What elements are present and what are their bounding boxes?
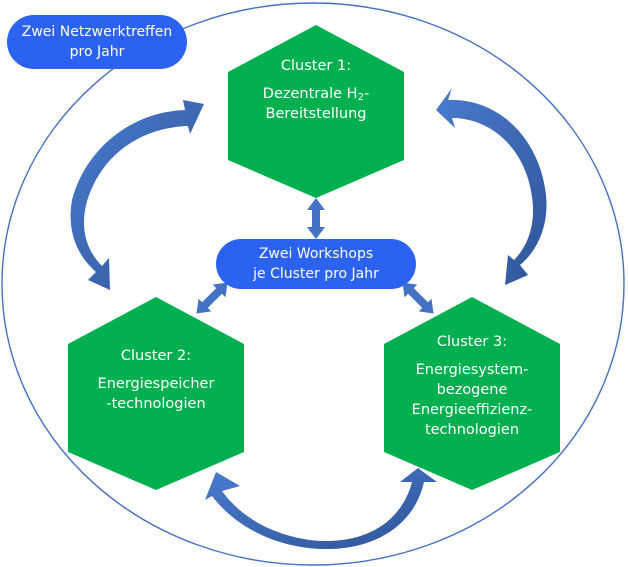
curved-arrow-right (436, 88, 547, 285)
network-meetings-line2: pro Jahr (69, 44, 125, 60)
cluster-3-hexagon (384, 297, 560, 490)
workshops-line1: Zwei Workshops (258, 246, 374, 262)
cluster-1-hexagon (228, 25, 404, 198)
cluster-3-line2: bezogene (436, 382, 508, 398)
double-arrow-workshops-cluster3 (402, 282, 434, 314)
cluster-3-label: Cluster 3: Energiesystem- bezogene Energ… (392, 332, 552, 440)
cluster-3-line1: Energiesystem- (415, 362, 529, 378)
cluster-3-line4: technologien (424, 422, 520, 438)
cluster-1-subscript: 2 (357, 92, 364, 103)
cluster-1-label: Cluster 1: Dezentrale H2- Bereitstellung (236, 56, 396, 124)
cluster-1-line2: Bereitstellung (265, 106, 367, 122)
cluster-2-label: Cluster 2: Energiespeicher -technologien (76, 346, 236, 414)
cluster-1-title: Cluster 1: (280, 58, 352, 74)
cluster-2-hexagon (68, 297, 244, 490)
network-meetings-badge: Zwei Netzwerktreffen pro Jahr (7, 15, 187, 69)
cluster-2-title: Cluster 2: (120, 348, 192, 364)
double-arrow-cluster1-workshops (307, 198, 325, 239)
cluster-3-line3: Energieeffizienz- (411, 402, 533, 418)
curved-arrow-left (70, 100, 204, 290)
double-arrow-workshops-cluster2 (196, 282, 228, 314)
cluster-1-line1: Dezentrale H2- (236, 84, 396, 104)
cluster-1-line1-text: Dezentrale H (262, 86, 358, 102)
workshops-badge: Zwei Workshops je Cluster pro Jahr (216, 239, 416, 289)
cluster-1-hyphen: - (363, 86, 370, 102)
cluster-3-title: Cluster 3: (436, 334, 508, 350)
curved-arrow-bottom (205, 468, 437, 550)
cluster-2-line2: -technologien (106, 396, 206, 412)
workshops-line2: je Cluster pro Jahr (253, 266, 379, 282)
cluster-2-line1: Energiespeicher (97, 376, 215, 392)
network-meetings-line1: Zwei Netzwerktreffen (21, 24, 173, 40)
